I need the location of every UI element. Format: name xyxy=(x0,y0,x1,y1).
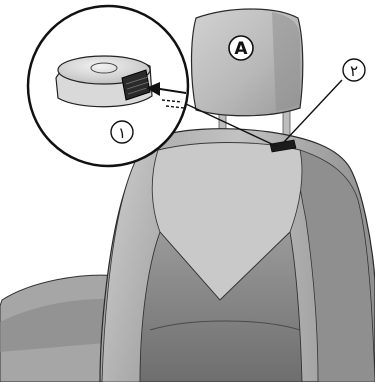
magnified-inset xyxy=(28,6,188,166)
view-label-text: A xyxy=(234,39,248,59)
callout-1-text: ١ xyxy=(118,124,126,142)
headrest-shade xyxy=(272,12,300,111)
view-label-badge: A xyxy=(229,36,253,60)
callout-2-text: ٢ xyxy=(350,62,358,80)
callout-1-badge: ١ xyxy=(111,121,133,143)
callout-2-badge: ٢ xyxy=(343,59,365,81)
